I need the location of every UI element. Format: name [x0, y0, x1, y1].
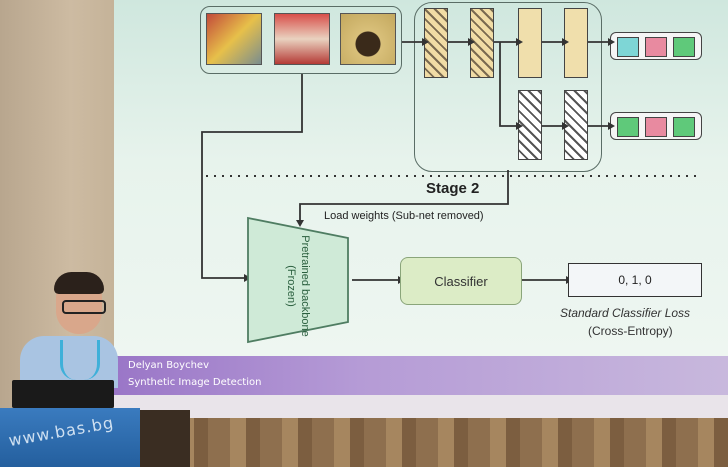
presenter-name: Delyan Boychev: [128, 360, 209, 371]
pink-cell: [645, 117, 667, 137]
image-thumbnail-1: [206, 13, 262, 65]
image-thumbnail-2: [274, 13, 330, 65]
subnet-layer: [564, 90, 588, 160]
load-weights-label: Load weights (Sub-net removed): [324, 210, 484, 222]
target-vector: 0, 1, 0: [568, 263, 702, 297]
pink-cell: [645, 37, 667, 57]
input-images-box: [200, 6, 402, 74]
green-cell: [673, 117, 695, 137]
classifier-block: Classifier: [400, 257, 522, 305]
hatched-layer: [470, 8, 494, 78]
presenter-hair: [54, 272, 104, 294]
podium-text: www.bas.bg: [7, 412, 116, 451]
loss-sublabel: (Cross-Entropy): [588, 324, 673, 338]
podium-stand: [140, 410, 190, 467]
cyan-cell: [617, 37, 639, 57]
loss-label: Standard Classifier Loss: [560, 306, 691, 320]
layer-block: [564, 8, 588, 78]
green-cell: [617, 117, 639, 137]
output-vector-bottom: [610, 112, 702, 140]
hatched-layer: [424, 8, 448, 78]
talk-title: Synthetic Image Detection: [128, 377, 262, 388]
screen-bottom-edge: [114, 395, 728, 418]
podium: www.bas.bg: [0, 408, 140, 467]
stage-label: Stage 2: [426, 180, 480, 197]
lanyard: [60, 340, 100, 380]
glasses: [62, 300, 106, 314]
green-cell: [673, 37, 695, 57]
target-vector-text: 0, 1, 0: [618, 273, 652, 287]
backbone-block: [247, 216, 349, 344]
backbone-label: Pretrained backbone (Frozen): [285, 235, 311, 337]
layer-block: [518, 8, 542, 78]
laptop: [12, 380, 114, 408]
output-vector-top: [610, 32, 702, 60]
image-thumbnail-3: [340, 13, 396, 65]
